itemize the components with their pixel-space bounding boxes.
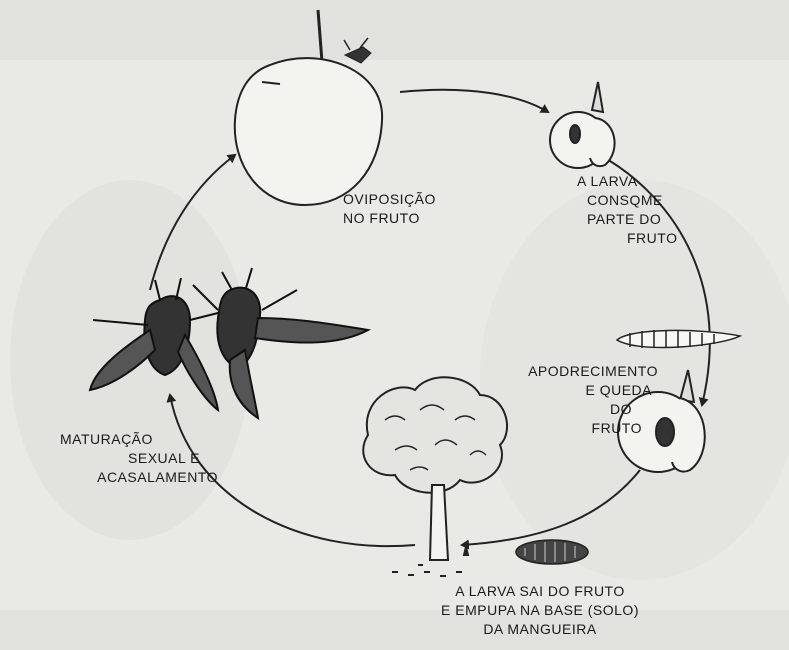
fruit-drop-line-1: APODRECIMENTO — [508, 362, 658, 381]
maturation-line-3: ACASALAMENTO — [60, 468, 218, 487]
larva-eats-line-3: PARTE DO — [555, 210, 695, 229]
label-maturation: MATURAÇÃO SEXUAL E ACASALAMENTO — [60, 430, 218, 487]
larva-eats-line-1: A LARVA — [555, 172, 695, 191]
label-pupation: A LARVA SAI DO FRUTO E EMPUPA NA BASE (S… — [410, 582, 670, 639]
maturation-line-1: MATURAÇÃO — [60, 430, 218, 449]
label-oviposition: OVIPOSIÇÃO NO FRUTO — [343, 190, 436, 228]
fruit-drop-line-2: E QUEDA — [508, 381, 658, 400]
pupa-icon — [516, 540, 588, 564]
pupation-line-3: DA MANGUEIRA — [410, 620, 670, 639]
pupation-line-1: A LARVA SAI DO FRUTO — [410, 582, 670, 601]
larva-eats-line-2: CONSQME — [555, 191, 695, 210]
oviposition-line-2: NO FRUTO — [343, 209, 436, 228]
label-larva-eats: A LARVA CONSQME PARTE DO FRUTO — [555, 172, 695, 248]
larva-eats-line-4: FRUTO — [555, 229, 695, 248]
fruit-drop-line-3: DO — [508, 400, 658, 419]
maturation-line-2: SEXUAL E — [60, 449, 218, 468]
pupation-line-2: E EMPUPA NA BASE (SOLO) — [410, 601, 670, 620]
fruit-drop-line-4: FRUTO — [508, 419, 658, 438]
oviposition-line-1: OVIPOSIÇÃO — [343, 190, 436, 209]
label-fruit-drop: APODRECIMENTO E QUEDA DO FRUTO — [508, 362, 658, 438]
